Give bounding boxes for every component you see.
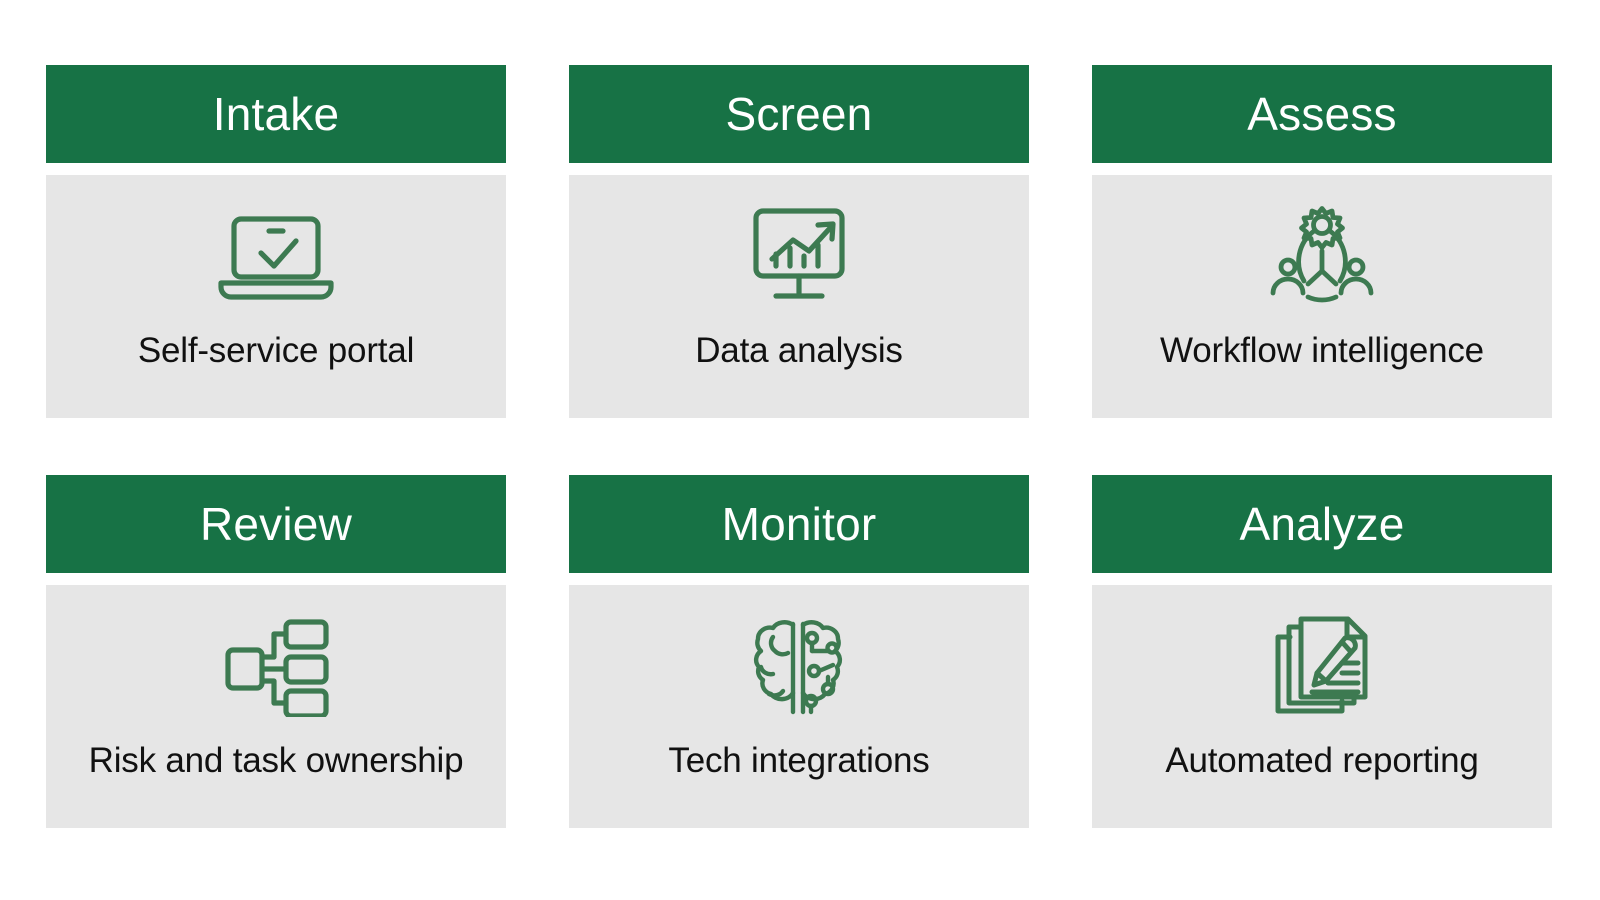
card-body-assess: Workflow intelligence bbox=[1092, 175, 1552, 418]
stage-card-screen[interactable]: Screen Data analysis bbox=[569, 65, 1029, 418]
card-caption: Data analysis bbox=[695, 331, 903, 370]
stage-card-analyze[interactable]: Analyze bbox=[1092, 475, 1552, 828]
laptop-check-icon bbox=[210, 201, 342, 313]
card-title: Assess bbox=[1247, 88, 1397, 140]
stage-card-review[interactable]: Review Risk and task ownership bbox=[46, 475, 506, 828]
card-body-intake: Self-service portal bbox=[46, 175, 506, 418]
card-title: Intake bbox=[212, 88, 340, 140]
card-title: Analyze bbox=[1239, 498, 1405, 550]
org-chart-hierarchy-icon bbox=[210, 611, 342, 723]
gear-people-network-icon bbox=[1256, 201, 1388, 313]
card-header-assess: Assess bbox=[1092, 65, 1552, 163]
card-caption: Workflow intelligence bbox=[1160, 331, 1484, 370]
stage-card-monitor[interactable]: Monitor bbox=[569, 475, 1029, 828]
monitor-bar-chart-growth-icon bbox=[733, 201, 865, 313]
card-body-review: Risk and task ownership bbox=[46, 585, 506, 828]
card-body-screen: Data analysis bbox=[569, 175, 1029, 418]
card-caption: Risk and task ownership bbox=[88, 741, 464, 780]
card-body-analyze: Automated reporting bbox=[1092, 585, 1552, 828]
documents-pencil-icon bbox=[1256, 611, 1388, 723]
card-header-analyze: Analyze bbox=[1092, 475, 1552, 573]
ai-circuit-brain-icon bbox=[733, 611, 865, 723]
card-header-intake: Intake bbox=[46, 65, 506, 163]
card-header-review: Review bbox=[46, 475, 506, 573]
card-title: Review bbox=[199, 498, 353, 550]
card-caption: Tech integrations bbox=[668, 741, 930, 780]
stage-card-assess[interactable]: Assess bbox=[1092, 65, 1552, 418]
card-header-screen: Screen bbox=[569, 65, 1029, 163]
card-header-monitor: Monitor bbox=[569, 475, 1029, 573]
card-caption: Self-service portal bbox=[137, 331, 415, 370]
card-caption: Automated reporting bbox=[1165, 741, 1479, 780]
card-title: Screen bbox=[725, 88, 873, 140]
card-title: Monitor bbox=[721, 498, 877, 550]
card-grid: Intake Self-service portal Screen bbox=[46, 65, 1555, 828]
card-body-monitor: Tech integrations bbox=[569, 585, 1029, 828]
stage-card-intake[interactable]: Intake Self-service portal bbox=[46, 65, 506, 418]
